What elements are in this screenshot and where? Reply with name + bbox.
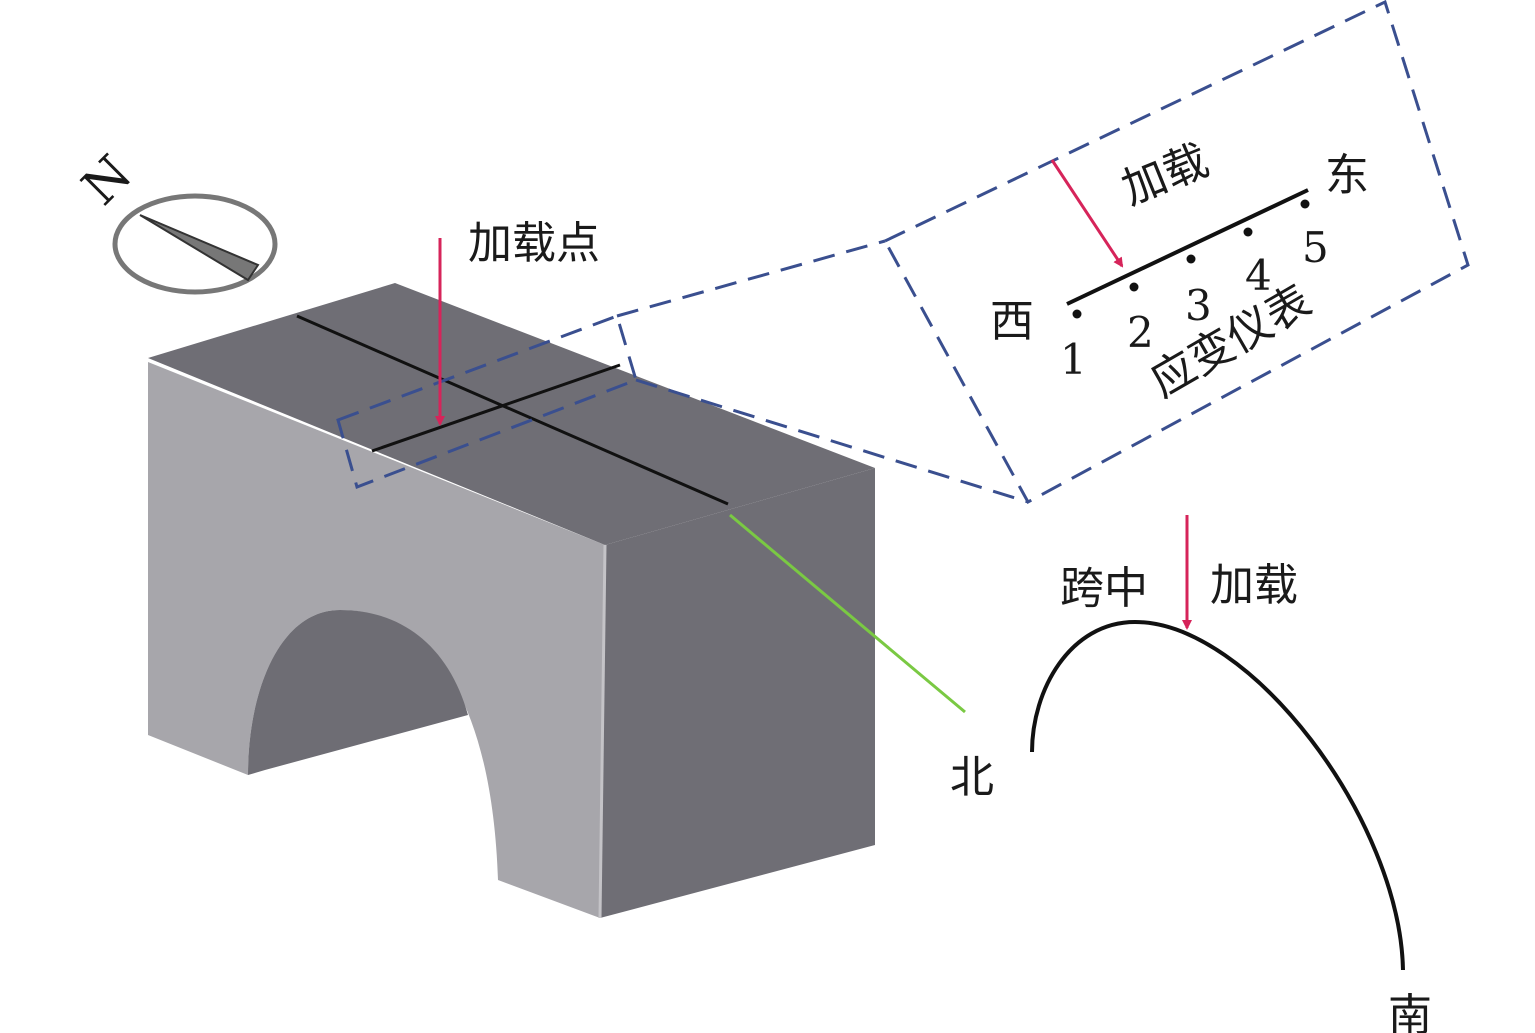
gauge-number-1: 1 — [1060, 335, 1087, 384]
right-face — [600, 468, 875, 918]
south-label: 南 — [1388, 990, 1432, 1033]
strain-gauge-label: 应变仪表 — [1142, 275, 1320, 407]
compass-icon: N — [71, 144, 278, 295]
east-label: 东 — [1325, 150, 1369, 201]
midspan-label: 跨中 — [1060, 563, 1148, 614]
detail-callout — [336, 0, 1470, 505]
gauge-number-5: 5 — [1302, 223, 1329, 272]
front-face — [148, 362, 605, 918]
gauge-number-2: 2 — [1127, 308, 1154, 357]
west-label: 西 — [990, 296, 1034, 347]
top-face — [148, 283, 875, 545]
north-label: 北 — [950, 752, 994, 803]
inset-loading-label: 加载 — [1115, 135, 1216, 215]
arch-underside — [248, 610, 468, 775]
arch-block — [148, 283, 875, 919]
midspan-loading-label: 加载 — [1210, 560, 1298, 611]
gauge-number-3: 3 — [1185, 281, 1212, 330]
arch-profile — [1030, 619, 1405, 971]
gauge-points — [1072, 199, 1310, 319]
longitudinal-line — [296, 314, 729, 506]
gauge-number-4: 4 — [1245, 251, 1272, 300]
transverse-line — [371, 363, 621, 453]
gauge-line — [1066, 188, 1309, 306]
loading-point-label: 加载点 — [468, 218, 600, 269]
compass-north-letter: N — [71, 144, 143, 216]
north-leader-line — [729, 513, 966, 714]
inset-loading-arrow — [1050, 159, 1124, 268]
